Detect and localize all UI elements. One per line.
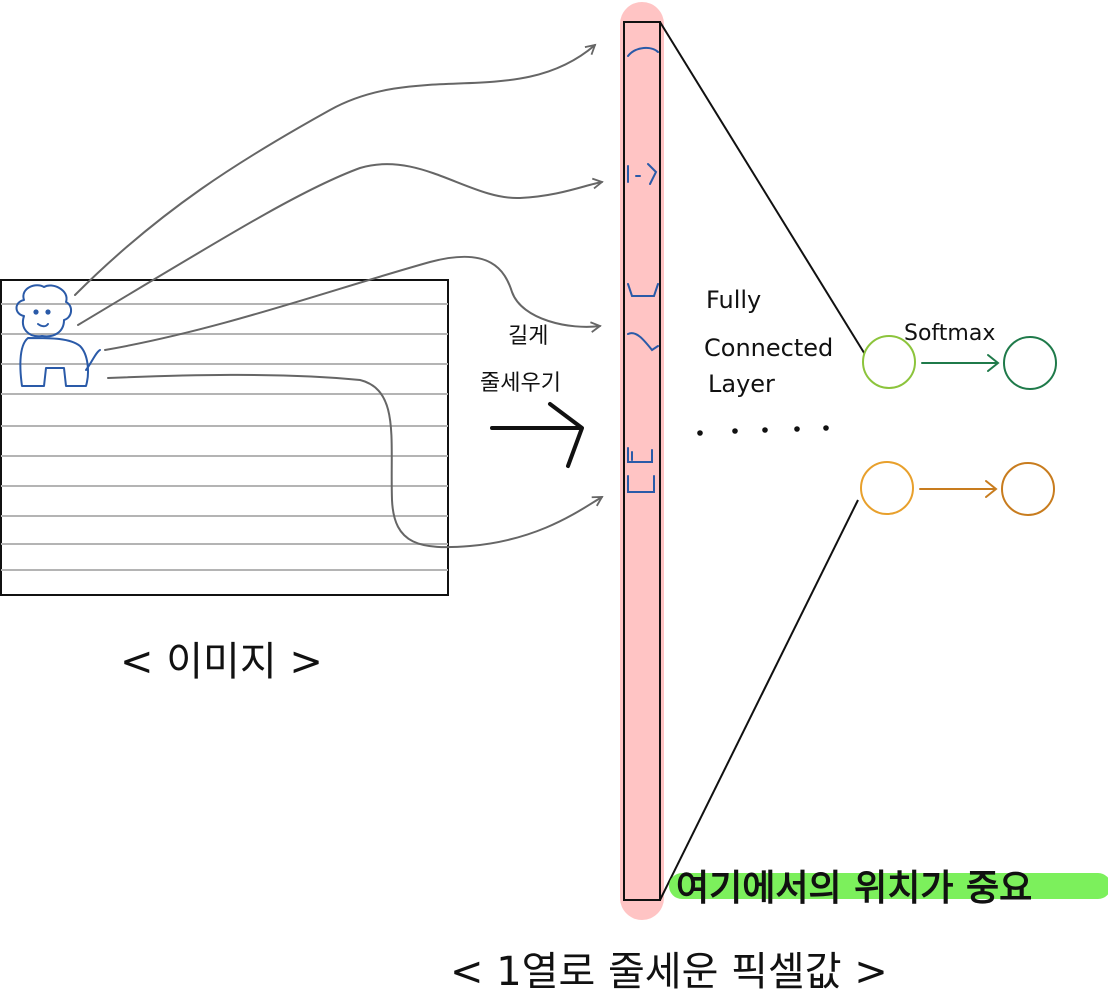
softmax-arrow-bottom: [919, 480, 998, 498]
image-frame: [0, 279, 449, 596]
emphasis-label: 여기에서의 위치가 중요: [676, 868, 1032, 909]
softmax-arrow-top: [921, 354, 1000, 372]
fc-label-line2: Connected: [704, 334, 833, 362]
pixel-vector-frame: [623, 21, 661, 901]
output-neurons: [860, 335, 1057, 516]
neuron-bottom-output: [1001, 462, 1055, 516]
neuron-bottom-input: [860, 461, 914, 515]
vector-caption: < 1열로 줄세운 픽셀값 >: [450, 949, 888, 995]
curve-row-1: [74, 43, 597, 296]
pixel-vector: [620, 2, 664, 920]
neuron-top-output: [1003, 336, 1057, 390]
flatten-curves: [74, 43, 604, 549]
softmax-arrows: [919, 354, 1000, 498]
ellipsis-dots: [697, 425, 829, 436]
fc-label-line1: Fully: [706, 286, 761, 314]
fc-connections: [659, 21, 867, 901]
curve-row-4: [107, 373, 604, 549]
arrow-right-icon: [490, 402, 584, 468]
vector-segment-marks: [627, 46, 659, 493]
puppy-doodle-icon: [15, 284, 101, 387]
image-grid: [0, 279, 449, 596]
neuron-top-input: [862, 335, 916, 389]
image-caption: < 이미지 >: [120, 639, 323, 685]
curve-row-3: [104, 255, 602, 351]
flatten-label-line2: 줄세우기: [480, 371, 561, 396]
curve-row-2: [77, 163, 604, 326]
image-grid-rows: [1, 303, 448, 571]
fc-label-line3: Layer: [708, 370, 775, 398]
softmax-label: Softmax: [904, 321, 995, 346]
flatten-label-line1: 길게: [508, 324, 548, 349]
